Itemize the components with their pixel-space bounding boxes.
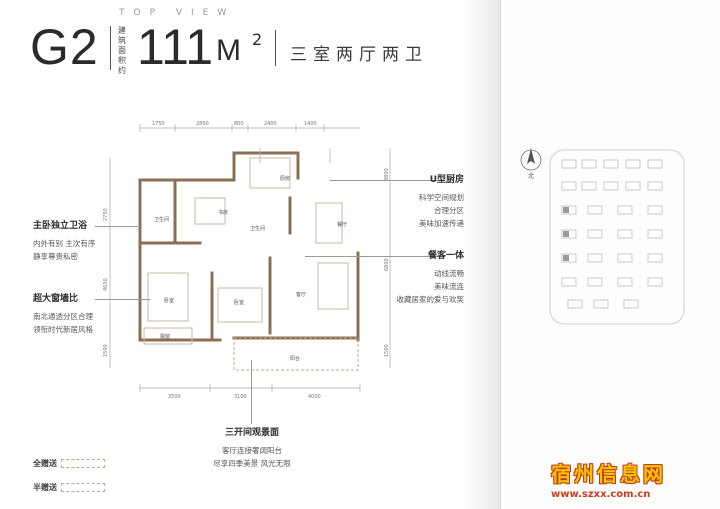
dim-right-3: 1500 <box>384 344 390 357</box>
leader-u-kitchen <box>330 180 445 181</box>
leader-dining-living <box>305 256 445 257</box>
legend-full-gift-label: 全赠送 <box>33 459 57 468</box>
unit-code: G2 <box>30 19 99 75</box>
right-page <box>500 0 720 509</box>
callout-u-kitchen-line-2: 合理分区 <box>434 206 464 215</box>
area-unit-sup: 2 <box>252 30 263 49</box>
callout-dining-living-line-2: 美味流连 <box>434 282 464 291</box>
callout-master-bath-line-1: 内外有别 主次有序 <box>33 239 96 248</box>
dim-top-3: 800 <box>234 121 244 127</box>
compass-label: 北 <box>528 172 534 180</box>
callout-u-kitchen-title: U型厨房 <box>429 175 464 185</box>
callout-master-bath-title: 主卧独立卫浴 <box>33 221 88 231</box>
callout-big-window: 超大窗墙比 南北通透分区合理 领衔时代新居风格 <box>33 293 93 336</box>
room-bay-window: 飘窗 <box>160 333 170 340</box>
leader-master-bath <box>95 226 140 227</box>
area-label: 建筑面积约 <box>118 26 126 75</box>
callout-three-view-line-1: 客厅连接奢阔阳台 <box>222 446 282 455</box>
room-kitchen: 厨房 <box>280 175 290 182</box>
room-bathroom-2: 卫生间 <box>250 225 265 232</box>
floor-plan: 1750 2850 800 2400 1400 3500 3100 4000 2… <box>103 121 391 400</box>
room-study: 书房 <box>218 209 228 216</box>
callout-dining-living-title: 餐客一体 <box>427 251 464 261</box>
dim-bottom-1: 3500 <box>168 394 181 400</box>
dim-top-2: 2850 <box>196 121 209 127</box>
watermark-url: www.szxx.com.cn <box>551 489 651 500</box>
dim-bottom-2: 3100 <box>234 394 247 400</box>
dim-top-4: 2400 <box>264 121 277 127</box>
dim-top-5: 1400 <box>304 121 317 127</box>
dim-left-1: 2750 <box>103 208 109 221</box>
room-bathroom-1: 卫生间 <box>154 216 169 223</box>
legend-full-gift: 全赠送 <box>33 458 105 469</box>
callout-u-kitchen: U型厨房 科学空间规划 合理分区 美味加速传递 <box>372 174 464 230</box>
area-unit: M <box>216 34 241 67</box>
callout-dining-living: 餐客一体 动线流畅 美味流连 收藏居家的爱与欢笑 <box>372 250 465 306</box>
legend-half-gift: 半赠送 <box>33 482 105 493</box>
legend-half-gift-swatch <box>61 483 105 492</box>
legend-half-gift-label: 半赠送 <box>33 483 57 492</box>
dim-right-1: 3800 <box>384 168 390 181</box>
callout-three-view: 三开间观景面 客厅连接奢阔阳台 尽享四季美景 风光无限 <box>196 427 308 470</box>
top-view-label: TOP VIEW <box>119 8 236 18</box>
leader-big-window <box>95 299 150 300</box>
area-value: 111 <box>137 19 214 75</box>
dim-left-3: 1500 <box>103 344 109 357</box>
callout-three-view-title: 三开间观景面 <box>224 428 279 438</box>
room-living: 客厅 <box>296 291 306 298</box>
watermark-text: 宿州信息网 <box>551 462 666 486</box>
header-divider-2 <box>275 30 276 66</box>
layout-type: 三室两厅两卫 <box>290 45 428 65</box>
callout-three-view-line-2: 尽享四季美景 风光无限 <box>213 459 291 468</box>
room-bedroom-2: 卧室 <box>234 299 244 306</box>
callout-big-window-line-2: 领衔时代新居风格 <box>33 325 93 334</box>
callout-master-bath-line-2: 静享尊贵私密 <box>33 252 78 261</box>
header-divider <box>110 26 111 70</box>
callout-big-window-title: 超大窗墙比 <box>33 294 79 304</box>
callout-dining-living-line-1: 动线流畅 <box>434 269 464 278</box>
dim-left-2: 4650 <box>103 278 109 291</box>
left-page <box>0 0 500 509</box>
page-fold <box>462 0 500 509</box>
dim-bottom-3: 4000 <box>308 394 321 400</box>
callout-u-kitchen-line-1: 科学空间规划 <box>419 193 464 202</box>
legend-full-gift-swatch <box>61 459 105 468</box>
watermark: 宿州信息网 www.szxx.com.cn <box>551 458 703 500</box>
callout-dining-living-line-3: 收藏居家的爱与欢笑 <box>396 295 465 304</box>
leader-three-view <box>251 360 252 424</box>
site-plan-thumbnail <box>549 149 685 325</box>
dim-right-2: 6800 <box>384 258 390 271</box>
dim-top-1: 1750 <box>152 121 165 127</box>
callout-master-bath: 主卧独立卫浴 内外有别 主次有序 静享尊贵私密 <box>33 220 95 263</box>
callout-u-kitchen-line-3: 美味加速传递 <box>419 219 464 228</box>
compass-icon: 北 <box>520 148 542 180</box>
callout-big-window-line-1: 南北通透分区合理 <box>33 312 93 321</box>
room-dining: 餐厅 <box>337 221 347 228</box>
room-bedroom-1: 卧室 <box>164 297 174 304</box>
room-balcony: 阳台 <box>290 355 300 362</box>
